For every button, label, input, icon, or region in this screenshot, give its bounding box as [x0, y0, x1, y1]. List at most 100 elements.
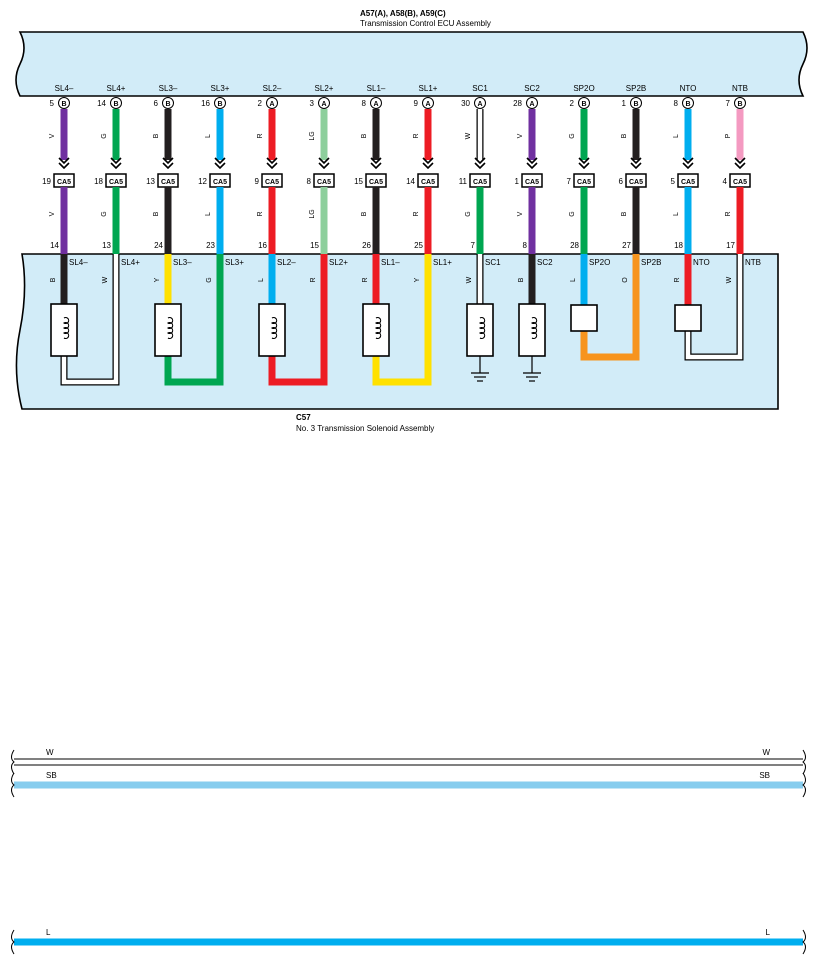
- solenoid-signal-label: SL2+: [329, 258, 348, 267]
- wire-mid-color-code: R: [257, 211, 264, 216]
- solenoid-signal-label: SC2: [537, 258, 553, 267]
- wire-top-color-code: V: [49, 133, 56, 138]
- legend-label-left: SB: [46, 771, 57, 780]
- solenoid-signal-label: SL3–: [173, 258, 192, 267]
- ecu-connector-circle: [58, 97, 70, 109]
- wire-low-color-code: R: [362, 277, 369, 282]
- ecu-connector-circle: [578, 97, 590, 109]
- wire-mid-color-code: G: [569, 211, 576, 216]
- solenoid-signal-label: SL1–: [381, 258, 400, 267]
- ca5-pin-number: 14: [406, 177, 415, 186]
- wire-mid-color-code: L: [205, 212, 212, 216]
- low-loop-sl4-core: [61, 254, 119, 385]
- ecu-connector-letter: B: [581, 101, 586, 108]
- low-loop-nt: [684, 254, 744, 361]
- wire-mid-color-code: B: [153, 211, 160, 216]
- ecu-pin-number: 3: [310, 99, 315, 108]
- ecu-signal-label: SL4+: [107, 84, 126, 93]
- ca5-pin-number: 18: [94, 177, 103, 186]
- wire-low-color-code: L: [570, 278, 577, 282]
- connector-chevron-icon: [370, 157, 382, 170]
- ecu-pin-number: 28: [513, 99, 522, 108]
- ca5-pin-number: 15: [354, 177, 363, 186]
- coil-winding-icon: [271, 316, 278, 340]
- wire-top-color-code: G: [569, 133, 576, 138]
- connector-chevron-icon: [110, 157, 122, 170]
- ca5-junction-label: CA5: [629, 179, 643, 186]
- ecu-signal-label: SL4–: [55, 84, 74, 93]
- wire-mid-color-code: R: [413, 211, 420, 216]
- solenoid-coil-box: [466, 303, 494, 357]
- connector-chevron-icon: [318, 157, 330, 170]
- wire-low-color-code: R: [310, 277, 317, 282]
- wire-mid-color-code: G: [465, 211, 472, 216]
- legend-label-right: L: [766, 928, 771, 937]
- legend-break-right-icon: [802, 929, 806, 955]
- ecu-pin-number: 5: [50, 99, 55, 108]
- coil-winding-icon: [63, 316, 70, 340]
- solenoid-coil-sc2: [518, 303, 546, 357]
- ecu-pin-number: 6: [154, 99, 159, 108]
- wire-mid-color-code: B: [621, 211, 628, 216]
- solenoid-pin-number: 14: [50, 241, 59, 250]
- ecu-connector-letter: B: [217, 101, 222, 108]
- solenoid-pin-number: 24: [154, 241, 163, 250]
- ca5-junction-label: CA5: [421, 179, 435, 186]
- ecu-connector-circle: [266, 97, 278, 109]
- ca5-junction-label: CA5: [525, 179, 539, 186]
- ecu-connector-circle: [370, 97, 382, 109]
- ground-icon-sc1: [471, 372, 489, 382]
- solenoid-coil-box: [518, 303, 546, 357]
- low-loop-sl1: [372, 254, 432, 386]
- wire-low-color-code: O: [622, 277, 629, 283]
- wire-low-color-code: B: [518, 277, 525, 282]
- ca5-junction-label: CA5: [213, 179, 227, 186]
- ca5-pin-number: 1: [515, 177, 520, 186]
- ecu-signal-label: NTO: [680, 84, 697, 93]
- wire-top-color-code: L: [205, 134, 212, 138]
- connector-chevron-icon: [630, 157, 642, 170]
- solenoid-signal-label: SL4+: [121, 258, 140, 267]
- legend-break-left-icon: [11, 749, 15, 775]
- solenoid-coil-box: [362, 303, 390, 357]
- legend-sb: SB SB: [11, 771, 806, 798]
- wire-mid-color-code: LG: [309, 209, 316, 218]
- ecu-pin-number: 2: [570, 99, 575, 108]
- ecu-signal-label: SL3+: [211, 84, 230, 93]
- solenoid-signal-label: SC1: [485, 258, 501, 267]
- solenoid-pin-number: 8: [523, 241, 528, 250]
- low-loop-sl3: [164, 254, 224, 386]
- ecu-connector-circle: [318, 97, 330, 109]
- low-loop-sl3-core: [164, 254, 224, 386]
- wire-low-color-code: W: [726, 276, 733, 283]
- solenoid-signal-label: SL2–: [277, 258, 296, 267]
- ecu-pin-number: 30: [461, 99, 470, 108]
- legend-break-right-icon: [802, 749, 806, 775]
- solenoid-pin-number: 25: [414, 241, 423, 250]
- ecu-connector-circle: [734, 97, 746, 109]
- coil-winding-icon: [167, 316, 174, 340]
- wire-mid-color-code: L: [673, 212, 680, 216]
- connector-chevron-icon: [214, 157, 226, 170]
- ca5-pin-number: 9: [255, 177, 260, 186]
- solenoid-pin-number: 23: [206, 241, 215, 250]
- legend-label-right: W: [762, 748, 770, 757]
- ecu-connector-letter: B: [633, 101, 638, 108]
- solenoid-signal-label: SP2B: [641, 258, 661, 267]
- ca5-junction-label: CA5: [57, 179, 71, 186]
- ecu-signal-label: SL2+: [315, 84, 334, 93]
- ecu-connector-circle: [526, 97, 538, 109]
- speed-sensor-sp2: [570, 304, 598, 332]
- ca5-pin-number: 8: [307, 177, 312, 186]
- wire-low-color-code: B: [50, 277, 57, 282]
- legend-label-right: SB: [759, 771, 770, 780]
- solenoid-pin-number: 28: [570, 241, 579, 250]
- solenoid-pin-number: 13: [102, 241, 111, 250]
